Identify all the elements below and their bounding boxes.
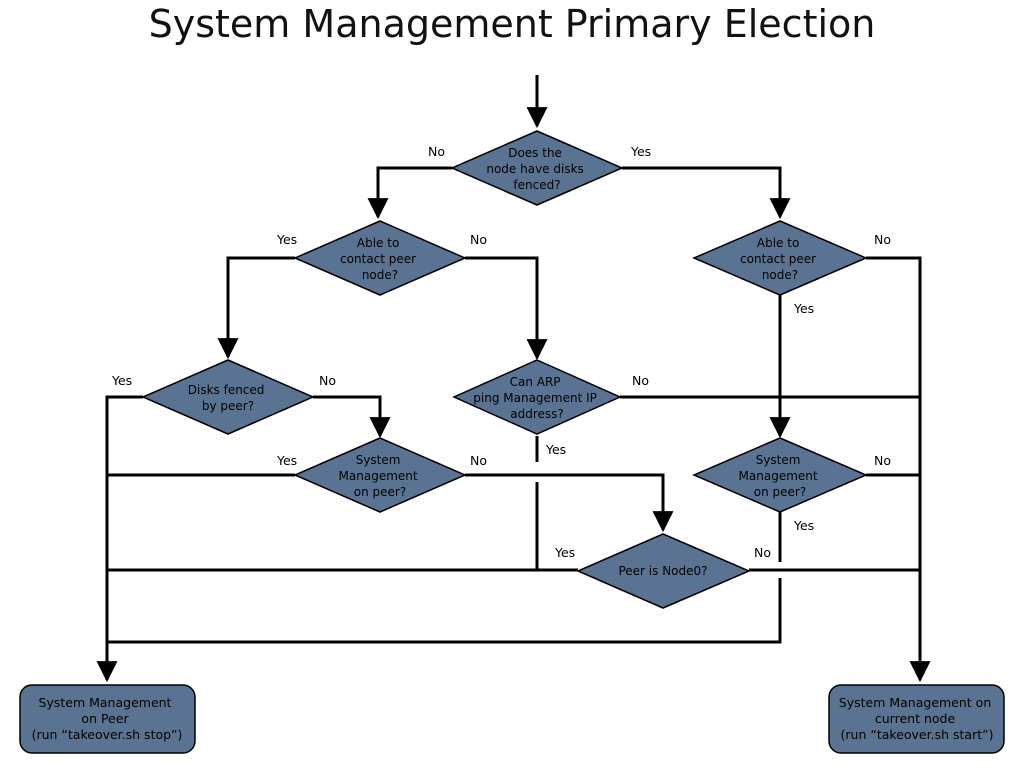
decision-peer-is-node0: Peer is Node0? [576,533,751,609]
decision-disks-fenced: Does the node have disks fenced? [450,130,624,206]
svg-text:Able to contact peer: Able to contact peer node? [340,236,420,282]
edge-disksfenced-no [367,166,452,220]
edge-disksfenced-yes [622,166,791,220]
edge-bypeer-yes [96,395,143,683]
svg-text:Disks fenced by peer?: Disks fenced by peer? [188,383,268,413]
label-yes: Yes [276,232,297,247]
label-no: No [874,232,891,247]
label-no: No [319,373,336,388]
label-yes: Yes [630,144,651,159]
decision-contact-peer-right: Able to contact peer node? [692,220,868,296]
outcome-sysmgmt-on-current: System Management on current node (run “… [828,684,1005,754]
edge-contactleft-no [465,256,548,361]
svg-text:Able to contact peer: Able to contact peer node? [740,236,820,282]
svg-text:System Management: System Management on peer? [739,453,822,499]
decision-sysmgmt-on-peer-left: System Management on peer? [293,437,467,513]
label-no: No [470,232,487,247]
label-no: No [754,545,771,560]
decision-contact-peer-left: Able to contact peer node? [293,220,467,296]
edge-return-to-peer [107,578,782,644]
label-yes: Yes [111,373,132,388]
label-no: No [470,453,487,468]
edge-labels: No Yes Yes No No Yes Yes No No Yes Yes N… [111,144,891,560]
edge-contactleft-yes [217,256,295,360]
edge-bypeer-no [313,395,391,439]
page-title: System Management Primary Election [148,2,876,46]
label-yes: Yes [554,545,575,560]
connectors [96,75,931,683]
label-no: No [428,144,445,159]
decision-arp-ping: Can ARP ping Management IP address? [452,359,622,435]
svg-text:System Management on cur: System Management on current node (run “… [839,695,995,742]
label-yes: Yes [793,301,814,316]
svg-text:Does the node have disks: Does the node have disks fenced? [486,146,587,192]
edge-contactright-no [866,256,931,683]
decision-disks-fenced-by-peer: Disks fenced by peer? [141,359,315,435]
label-no: No [632,373,649,388]
decision-sysmgmt-on-peer-right: System Management on peer? [692,437,868,513]
label-no: No [874,453,891,468]
svg-text:Peer is Node0?: Peer is Node0? [618,564,707,578]
edge-smleft-no [465,473,674,533]
svg-text:Can ARP ping Management: Can ARP ping Management IP address? [473,375,600,421]
label-yes: Yes [276,453,297,468]
label-yes: Yes [793,518,814,533]
svg-text:System Management on Pee: System Management on Peer (run “takeover… [32,695,183,742]
svg-text:System Management: System Management on peer? [339,453,422,499]
label-yes: Yes [545,442,566,457]
outcome-sysmgmt-on-peer: System Management on Peer (run “takeover… [19,684,196,754]
